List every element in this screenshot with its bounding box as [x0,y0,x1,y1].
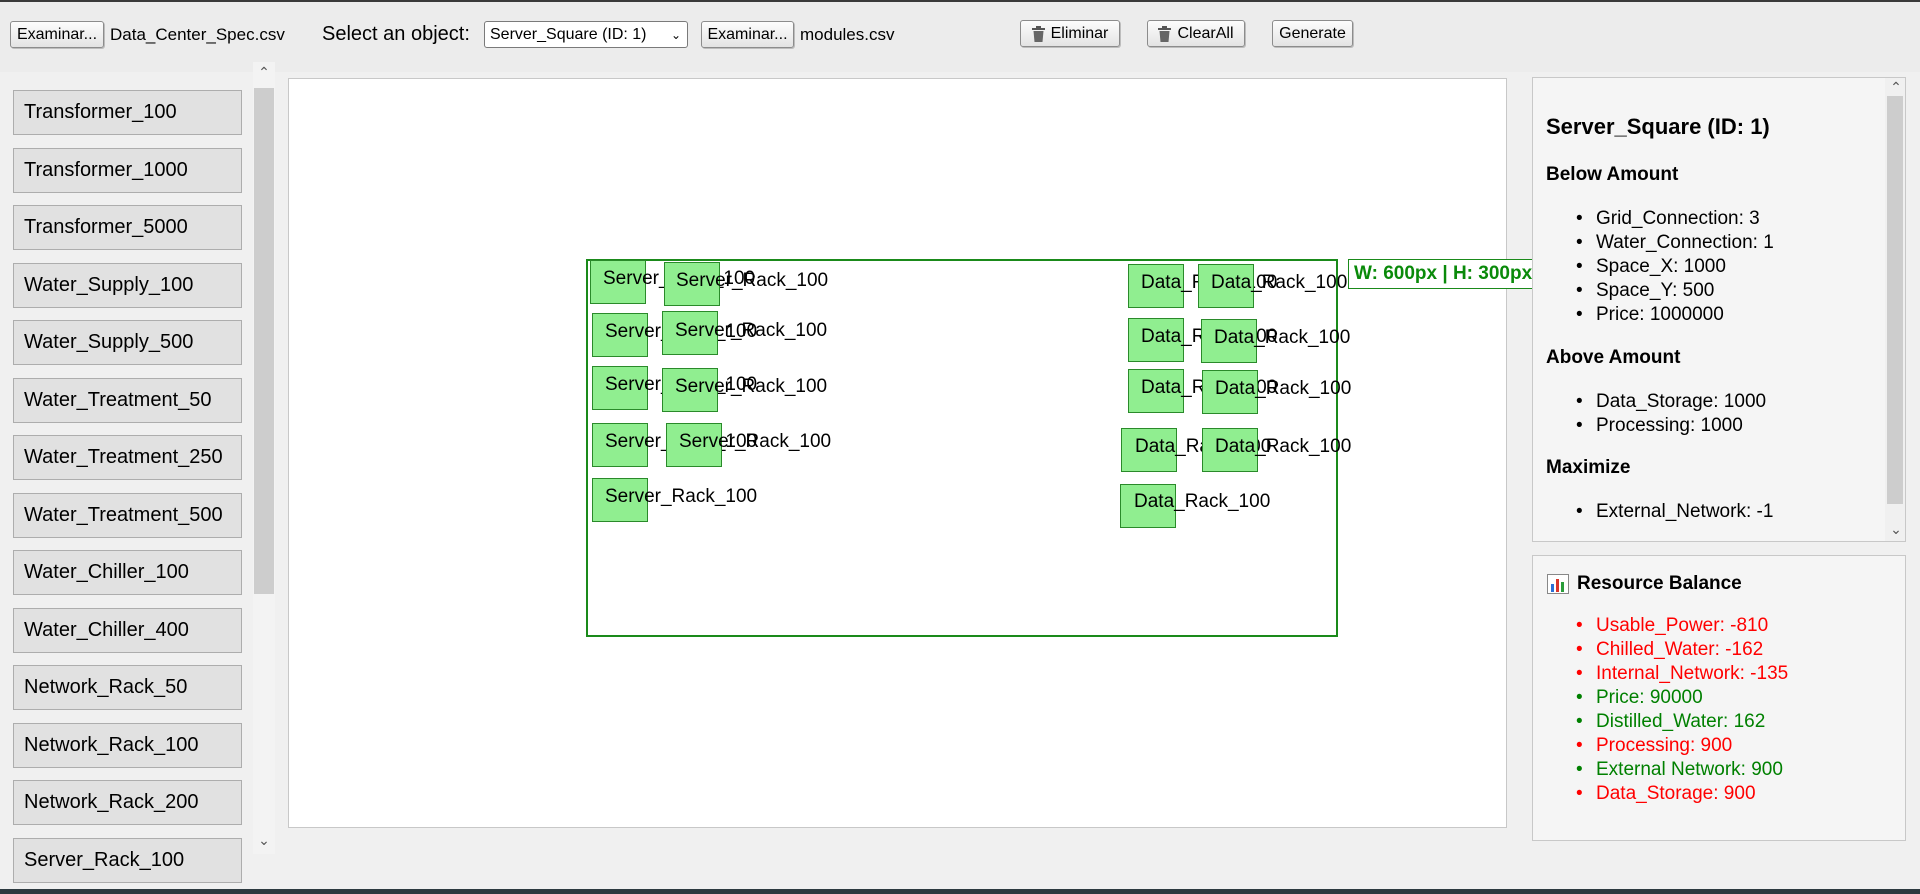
list-item: Water_Connection: 1 [1574,232,1774,256]
data-rack-label: Data_Rack_100 [1214,327,1351,348]
modules-file-name: modules.csv [800,25,895,44]
list-item: External_Network: -1 [1574,501,1773,525]
list-item: Chilled_Water: -162 [1574,639,1788,663]
sidebar-item-water-treatment-250[interactable]: Water_Treatment_250 [13,435,242,480]
chevron-down-icon: ⌄ [670,27,681,42]
data-rack-label: Data_Rack_100 [1134,491,1271,512]
server-rack-block[interactable] [662,368,718,412]
server-rack-block[interactable] [666,423,722,467]
server-rack-block[interactable] [662,311,718,355]
data-rack-label: Data_Rack_100 [1215,378,1352,399]
sidebar-item-transformer-5000[interactable]: Transformer_5000 [13,205,242,250]
list-item: Processing: 900 [1574,735,1788,759]
object-select-value: Server_Square (ID: 1) [490,25,647,43]
trash-icon [1158,25,1172,42]
server-rack-label: Server_Rack_100 [675,376,828,397]
generate-button[interactable]: Generate [1272,20,1353,47]
data-rack-block[interactable] [1128,264,1184,308]
data-rack-label: Data_Rack_100 [1215,436,1352,457]
list-item: Data_Storage: 1000 [1574,391,1766,415]
select-object-label: Select an object: [322,23,470,45]
resource-balance-list: Usable_Power: -810 Chilled_Water: -162 I… [1574,615,1788,807]
details-title: Server_Square (ID: 1) [1546,114,1770,139]
sidebar-item-network-rack-100[interactable]: Network_Rack_100 [13,723,242,768]
sidebar-item-transformer-1000[interactable]: Transformer_1000 [13,148,242,193]
data-rack-block[interactable] [1128,369,1184,413]
trash-icon [1031,25,1045,42]
list-item: Processing: 1000 [1574,415,1766,439]
below-amount-list: Grid_Connection: 3 Water_Connection: 1 S… [1574,208,1774,328]
data-rack-block[interactable] [1120,484,1176,528]
spec-file-name: Data_Center_Spec.csv [110,25,285,44]
sidebar-item-water-chiller-100[interactable]: Water_Chiller_100 [13,550,242,595]
layout-canvas[interactable] [288,78,1507,828]
list-item: External Network: 900 [1574,759,1788,783]
data-rack-block[interactable] [1201,319,1257,363]
list-item: Internal_Network: -135 [1574,663,1788,687]
list-scrollbar-thumb[interactable] [254,88,274,594]
data-rack-block[interactable] [1128,318,1184,362]
sidebar-item-water-supply-500[interactable]: Water_Supply_500 [13,320,242,365]
server-square-zone[interactable] [586,259,1338,637]
sidebar-item-water-treatment-50[interactable]: Water_Treatment_50 [13,378,242,423]
list-item: Data_Storage: 900 [1574,783,1788,807]
chevron-up-icon[interactable]: ⌃ [258,64,270,80]
server-rack-block[interactable] [592,423,648,467]
sidebar-item-water-supply-100[interactable]: Water_Supply_100 [13,263,242,308]
data-rack-block[interactable] [1198,264,1254,308]
data-rack-block[interactable] [1202,428,1258,472]
maximize-list: External_Network: -1 [1574,501,1773,525]
size-indicator: W: 600px | H: 300px [1348,259,1539,289]
list-item: Price: 90000 [1574,687,1788,711]
maximize-heading: Maximize [1546,457,1631,478]
data-rack-block[interactable] [1121,428,1177,472]
bar-chart-icon [1547,574,1569,594]
server-rack-block[interactable] [664,262,720,306]
object-select[interactable]: Server_Square (ID: 1) ⌄ [484,21,688,48]
details-scrollbar-thumb[interactable] [1887,96,1903,504]
above-amount-list: Data_Storage: 1000 Processing: 1000 [1574,391,1766,439]
server-rack-block[interactable] [592,313,648,357]
taskbar-edge [0,889,1920,894]
chevron-down-icon[interactable]: ⌄ [1890,521,1902,537]
browse-spec-button[interactable]: Examinar... [10,21,104,48]
delete-button[interactable]: Eliminar [1020,20,1120,47]
below-amount-heading: Below Amount [1546,164,1679,185]
sidebar-item-network-rack-50[interactable]: Network_Rack_50 [13,665,242,710]
list-item: Space_X: 1000 [1574,256,1774,280]
delete-button-label: Eliminar [1050,24,1109,42]
server-rack-label: Server_Rack_100 [676,270,829,291]
list-item: Distilled_Water: 162 [1574,711,1788,735]
list-item: Usable_Power: -810 [1574,615,1788,639]
sidebar-item-server-rack-100[interactable]: Server_Rack_100 [13,838,242,883]
server-rack-label: Server_Rack_100 [605,486,758,507]
clear-all-button-label: ClearAll [1177,24,1234,42]
browse-modules-button[interactable]: Examinar... [701,21,794,48]
sidebar-item-transformer-100[interactable]: Transformer_100 [13,90,242,135]
sidebar-item-network-rack-200[interactable]: Network_Rack_200 [13,780,242,825]
chevron-down-icon[interactable]: ⌄ [258,832,270,848]
data-rack-label: Data_Rack_100 [1211,272,1348,293]
server-rack-label: Server_Rack_100 [679,431,832,452]
module-list: Transformer_100 Transformer_1000 Transfo… [0,62,278,883]
list-item: Grid_Connection: 3 [1574,208,1774,232]
clear-all-button[interactable]: ClearAll [1147,20,1245,47]
list-item: Space_Y: 500 [1574,280,1774,304]
data-rack-block[interactable] [1202,370,1258,414]
list-item: Price: 1000000 [1574,304,1774,328]
resource-balance-title: Resource Balance [1577,573,1742,594]
sidebar-item-water-treatment-500[interactable]: Water_Treatment_500 [13,493,242,538]
above-amount-heading: Above Amount [1546,347,1681,368]
chevron-up-icon[interactable]: ⌃ [1890,79,1902,95]
sidebar-item-water-chiller-400[interactable]: Water_Chiller_400 [13,608,242,653]
server-rack-block[interactable] [590,260,646,304]
server-rack-block[interactable] [592,478,648,522]
server-rack-block[interactable] [592,366,648,410]
toolbar [0,0,1920,72]
server-rack-label: Server_Rack_100 [675,320,828,341]
